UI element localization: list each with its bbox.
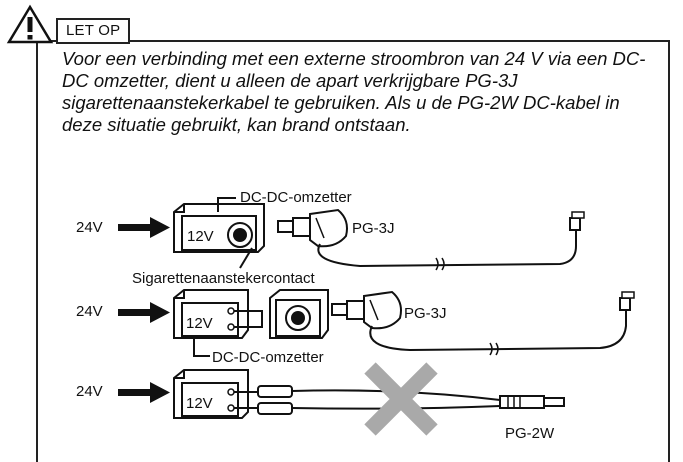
input-voltage-label-3: 24V <box>76 383 103 400</box>
dc-dc-converter-2 <box>173 289 249 339</box>
prohibited-cross-icon <box>364 362 438 436</box>
cable-pg3j-2 <box>369 306 627 352</box>
converter-leader <box>217 197 236 212</box>
arrow-right-icon <box>118 302 170 323</box>
converter-voltage-label-2: 12V <box>186 315 213 332</box>
socket-label: Sigarettenaanstekercontact <box>132 270 315 287</box>
converter-label: DC-DC-omzetter <box>240 189 352 206</box>
notice-frame <box>36 40 670 462</box>
converter-voltage-label: 12V <box>187 228 214 245</box>
dc-plug-icon <box>569 211 585 231</box>
input-voltage-label: 24V <box>76 219 103 236</box>
warning-icon <box>6 4 54 44</box>
socket-adapter <box>269 289 329 339</box>
converter-label-2: DC-DC-omzetter <box>212 349 324 366</box>
input-voltage-label-2: 24V <box>76 303 103 320</box>
arrow-right-icon <box>118 382 170 403</box>
car-plug-icon <box>277 208 348 248</box>
caution-tag: LET OP <box>56 18 131 44</box>
pg3j-label-2: PG-3J <box>404 305 447 322</box>
cable-pg3j-1 <box>317 226 577 268</box>
socket-icon <box>227 222 253 248</box>
pg2w-label: PG-2W <box>505 425 555 442</box>
cable-pg2w <box>234 385 565 415</box>
pg3j-label-1: PG-3J <box>352 220 395 237</box>
warning-text: Voor een verbinding met een externe stro… <box>62 48 646 135</box>
dc-plug-icon <box>619 291 635 311</box>
converter-leader-2 <box>193 336 210 357</box>
socket-leader <box>239 247 253 269</box>
converter-voltage-label-3: 12V <box>186 395 213 412</box>
connection-diagram: 24V 12V DC-DC-omzetter PG-3J Sigarettena… <box>76 189 635 442</box>
arrow-right-icon <box>118 217 170 238</box>
car-plug-icon <box>331 290 402 330</box>
